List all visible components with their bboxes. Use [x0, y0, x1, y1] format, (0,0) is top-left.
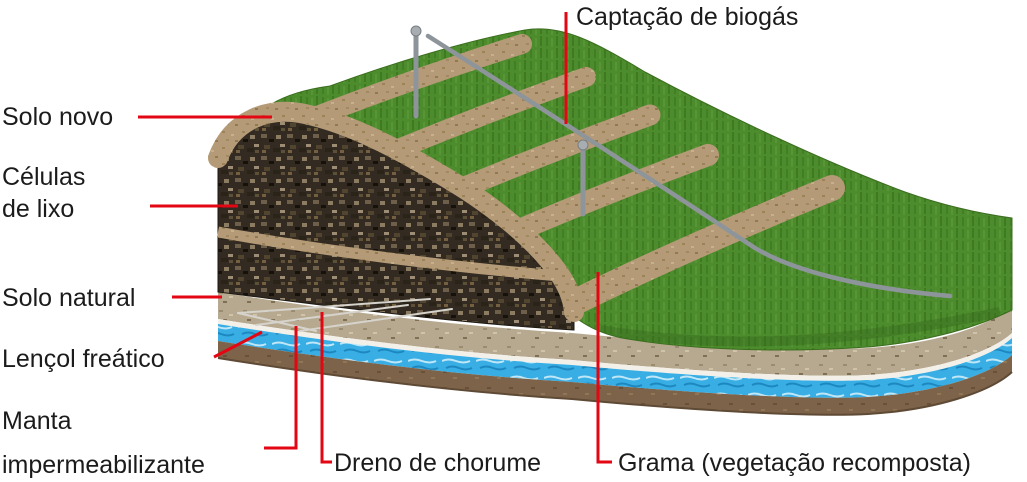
label-lencol-freatico: Lençol freático [2, 345, 165, 373]
waste-cells-cutaway [208, 101, 584, 331]
leader-lencol [213, 330, 263, 359]
biogas-well-cap-1 [410, 25, 422, 37]
label-manta-impermeabilizante: Manta impermeabilizante [2, 407, 205, 479]
label-solo-novo: Solo novo [2, 103, 114, 131]
liner-band [218, 319, 1012, 381]
leachate-drains [237, 298, 453, 332]
biogas-main-pipe [425, 33, 953, 299]
label-solo-natural: Solo natural [2, 284, 136, 312]
biogas-pipes [410, 25, 953, 299]
label-grama-vegetacao: Grama (vegetação recomposta) [618, 449, 971, 477]
new-soil-cap-band [208, 101, 584, 322]
label-celulas-de-lixo: Células de lixo [2, 163, 86, 223]
label-dreno-de-chorume: Dreno de chorume [334, 449, 542, 477]
water-table-band [218, 324, 1012, 398]
leader-grama [596, 272, 612, 464]
base-soil-band [218, 341, 1012, 415]
label-captacao-biogas: Captação de biogás [576, 3, 799, 31]
leader-manta [264, 326, 298, 450]
soil-separator-band [217, 226, 561, 282]
base-bottom-edge [217, 357, 1013, 416]
natural-soil-band [218, 292, 1012, 376]
bottom-strata [217, 292, 1013, 416]
grass-front-shading [599, 307, 1002, 347]
leader-lines [138, 12, 612, 464]
biogas-well-cap-2 [577, 139, 589, 151]
leader-dreno [320, 312, 332, 464]
